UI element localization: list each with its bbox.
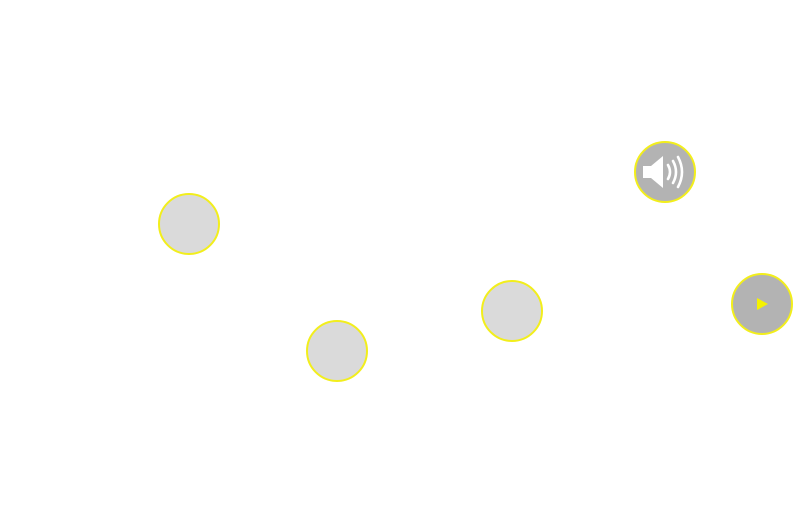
- speaker-icon: [641, 152, 689, 192]
- target-circle-1[interactable]: [158, 193, 220, 255]
- sound-toggle-button[interactable]: [634, 141, 696, 203]
- target-circle-2[interactable]: [306, 320, 368, 382]
- play-button[interactable]: [731, 273, 793, 335]
- target-circle-3[interactable]: [481, 280, 543, 342]
- play-icon: [754, 296, 770, 312]
